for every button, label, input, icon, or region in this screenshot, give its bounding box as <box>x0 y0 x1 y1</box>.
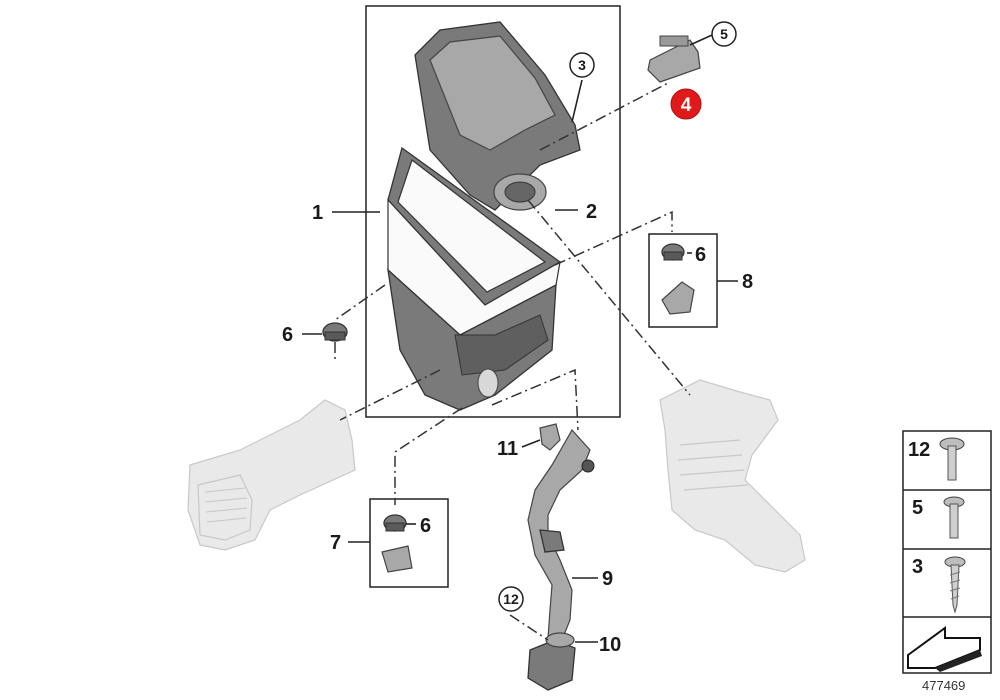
bracket-7[interactable] <box>381 545 413 573</box>
housing-lower[interactable] <box>387 198 561 411</box>
clip-11[interactable] <box>539 423 561 451</box>
callout-5: 5 <box>720 26 728 42</box>
grommet-7[interactable] <box>383 514 407 532</box>
bracket-box-7 <box>369 498 449 588</box>
legend-label-12: 12 <box>908 439 930 461</box>
callout-4[interactable]: 4 <box>681 95 692 116</box>
callout-2: 2 <box>586 201 597 223</box>
callout-9: 9 <box>602 568 613 590</box>
callout-3: 3 <box>578 57 586 73</box>
callout-11: 11 <box>497 438 518 460</box>
wood-screw-3-icon <box>944 556 966 614</box>
grommet-left[interactable] <box>322 322 348 342</box>
hardware-legend: 12 5 3 <box>902 430 992 674</box>
callout-5-circle <box>711 21 737 47</box>
callout-12: 12 <box>503 591 519 607</box>
leader-lines <box>302 34 738 643</box>
callout-10: 10 <box>599 634 621 656</box>
callout-1: 1 <box>312 202 323 224</box>
callout-6-left: 6 <box>282 324 293 346</box>
bracket-8[interactable] <box>661 281 695 315</box>
callout-6-box8: 6 <box>695 244 706 266</box>
callout-7: 7 <box>330 532 341 554</box>
callout-8: 8 <box>742 271 753 293</box>
air-flow-sensor[interactable] <box>647 35 701 83</box>
callout-12-circle <box>498 586 524 612</box>
intake-hose[interactable] <box>659 379 806 573</box>
housing-cover[interactable] <box>414 21 581 211</box>
grommet-8[interactable] <box>661 243 685 261</box>
arrow-symbol-icon <box>907 626 982 672</box>
torx-screw-5-icon <box>943 496 965 539</box>
callout-3-circle <box>569 52 595 78</box>
torx-screw-12-icon <box>939 437 965 481</box>
assembly-lines <box>334 81 691 641</box>
filter-element[interactable] <box>387 146 562 306</box>
diagram-number: 477469 <box>922 678 965 693</box>
callout-4-circle[interactable] <box>670 88 702 120</box>
legend-label-3: 3 <box>912 556 923 578</box>
resonator-pipe[interactable] <box>527 428 595 691</box>
intake-duct[interactable] <box>187 399 356 551</box>
callout-6-box7: 6 <box>420 515 431 537</box>
legend-label-5: 5 <box>912 497 923 519</box>
